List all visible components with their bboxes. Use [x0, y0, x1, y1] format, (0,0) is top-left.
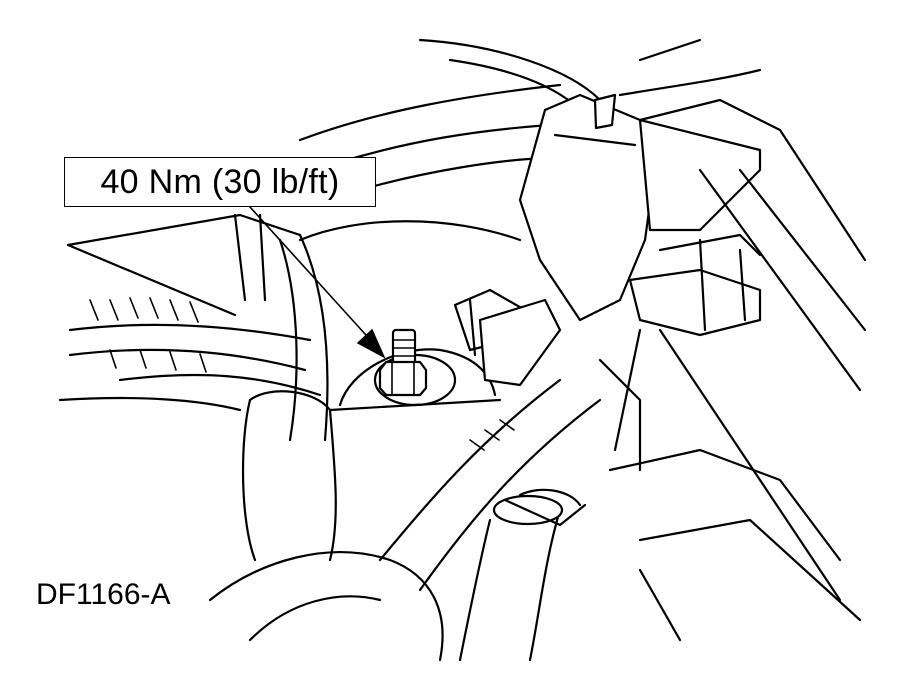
figure-id-label: DF1166-A [36, 578, 171, 611]
torque-specification-label: 40 Nm (30 lb/ft) [100, 162, 340, 201]
callout-leader [249, 206, 386, 359]
electrical-connector [453, 288, 562, 387]
left-wiring-harness [58, 213, 329, 442]
lower-hoses [208, 378, 602, 662]
upper-hoses [298, 38, 762, 192]
right-bracket-assembly [518, 93, 867, 602]
lower-right-panel [608, 448, 862, 642]
torque-callout-box: 40 Nm (30 lb/ft) [64, 157, 376, 207]
mounting-stud-nut [378, 328, 428, 397]
